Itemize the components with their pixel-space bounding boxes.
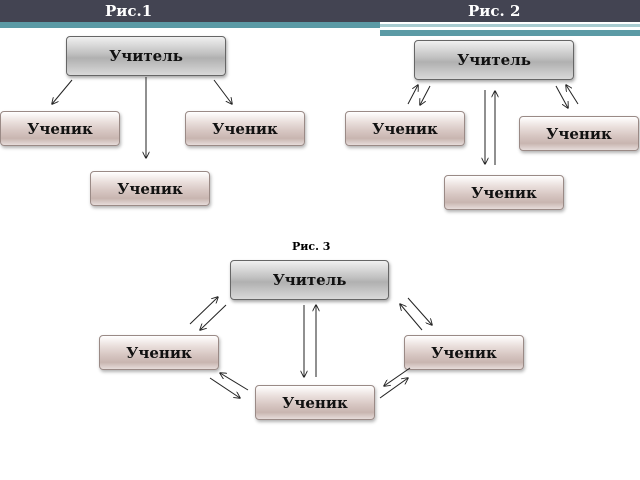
fig3-student-left: Ученик (99, 335, 219, 370)
fig1-teacher-box: Учитель (66, 36, 226, 76)
fig1-student-right: Ученик (185, 111, 305, 146)
fig2-title: Рис. 2 (468, 2, 521, 20)
fig1-student-bottom: Ученик (90, 171, 210, 206)
fig2-student-left: Ученик (345, 111, 465, 146)
fig2-teacher-box: Учитель (414, 40, 574, 80)
fig3-arrow-br-up (379, 378, 408, 399)
fig1-arrow-left (52, 79, 73, 104)
fig3-arrow-bl-down (209, 377, 240, 398)
header-stripe (0, 22, 380, 28)
fig2-arrow-right-down (555, 85, 568, 108)
fig1-student-left: Ученик (0, 111, 120, 146)
fig3-title: Рис. 3 (292, 240, 331, 253)
fig3-teacher-box: Учитель (230, 260, 389, 300)
header-stripe-thin (380, 24, 640, 27)
fig3-arrow-br-down (384, 367, 411, 386)
fig3-student-bottom: Ученик (255, 385, 375, 420)
fig3-arrow-bl-up (220, 373, 249, 391)
fig3-student-right: Ученик (404, 335, 524, 370)
fig3-arrow-tl-up (189, 297, 218, 325)
fig1-title: Рис.1 (105, 2, 153, 20)
fig2-arrow-left-down (420, 85, 431, 105)
fig3-arrow-tl-down (200, 304, 227, 330)
header-bar (0, 0, 640, 22)
fig3-arrow-tr-up (400, 304, 423, 331)
fig3-arrow-tr-down (407, 297, 432, 325)
header-stripe-right (380, 30, 640, 36)
fig2-student-bottom: Ученик (444, 175, 564, 210)
fig2-arrow-left-up (407, 85, 418, 105)
fig1-arrow-right (213, 79, 232, 104)
fig2-arrow-right-up (566, 85, 579, 105)
fig2-student-right: Ученик (519, 116, 639, 151)
